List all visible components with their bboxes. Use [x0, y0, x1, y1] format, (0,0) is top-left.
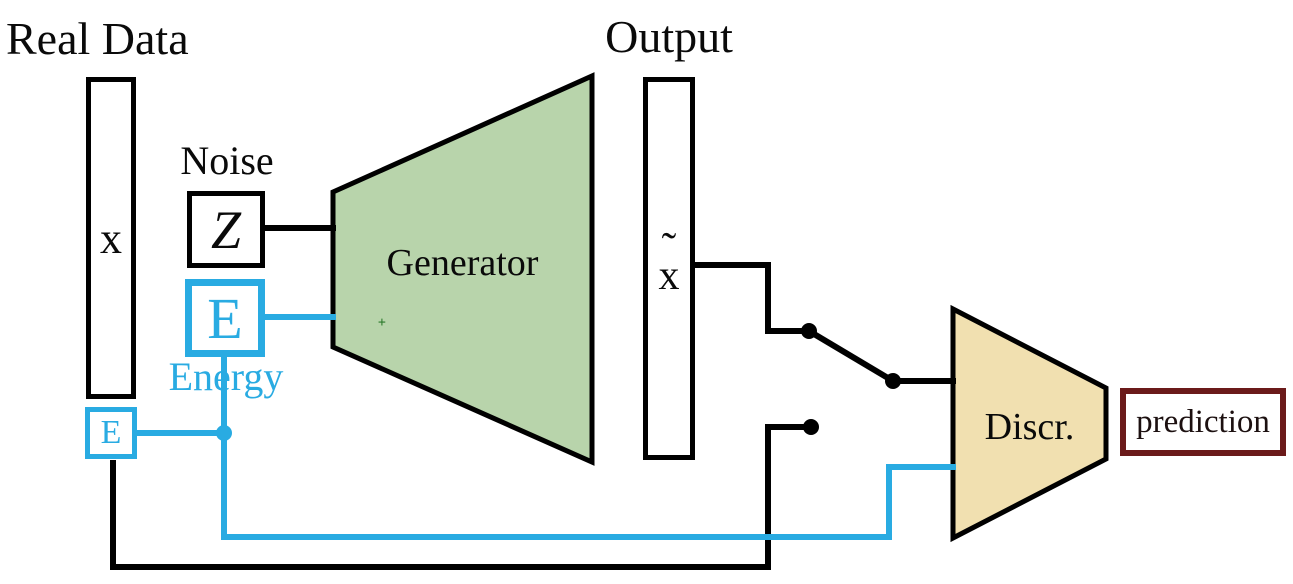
energy-junction-dot — [216, 425, 232, 441]
energy-e-label: E — [207, 285, 243, 351]
x-tilde-base: x — [658, 252, 680, 299]
z-noise-label: Z — [210, 199, 242, 260]
generator-label: Generator — [386, 242, 539, 284]
noise-heading: Noise — [180, 138, 274, 183]
discriminator-shape — [950, 304, 1109, 543]
energy-box-data-side: E — [85, 407, 137, 459]
connector-realdata-to-switch-lower — [110, 424, 808, 570]
energy-box-generator-side: E — [185, 279, 265, 357]
x-tilde-label: ˜ x — [658, 226, 680, 299]
prediction-box: prediction — [1120, 388, 1286, 456]
energy-heading: Energy — [168, 354, 284, 399]
generator-shape — [330, 72, 595, 466]
real-data-heading: Real Data — [6, 13, 189, 64]
switch-contact-lower-dot — [803, 419, 819, 435]
prediction-label: prediction — [1136, 403, 1270, 440]
noise-vector-box: Z — [187, 191, 265, 268]
connector-output-to-switch-upper — [694, 262, 806, 334]
real-data-vector-box: x — [86, 77, 136, 399]
output-vector-box: ˜ x — [643, 77, 695, 460]
connector-energy-to-discriminator — [221, 353, 956, 540]
energy-e-label: E — [100, 414, 122, 451]
switch-contact-upper-dot — [801, 323, 817, 339]
output-heading: Output — [605, 11, 733, 62]
switch-pivot-dot — [885, 373, 901, 389]
x-vector-label: x — [100, 213, 122, 263]
discriminator-label: Discr. — [984, 406, 1075, 448]
switch-lever — [807, 328, 895, 384]
stray-plus-mark: + — [378, 315, 386, 330]
